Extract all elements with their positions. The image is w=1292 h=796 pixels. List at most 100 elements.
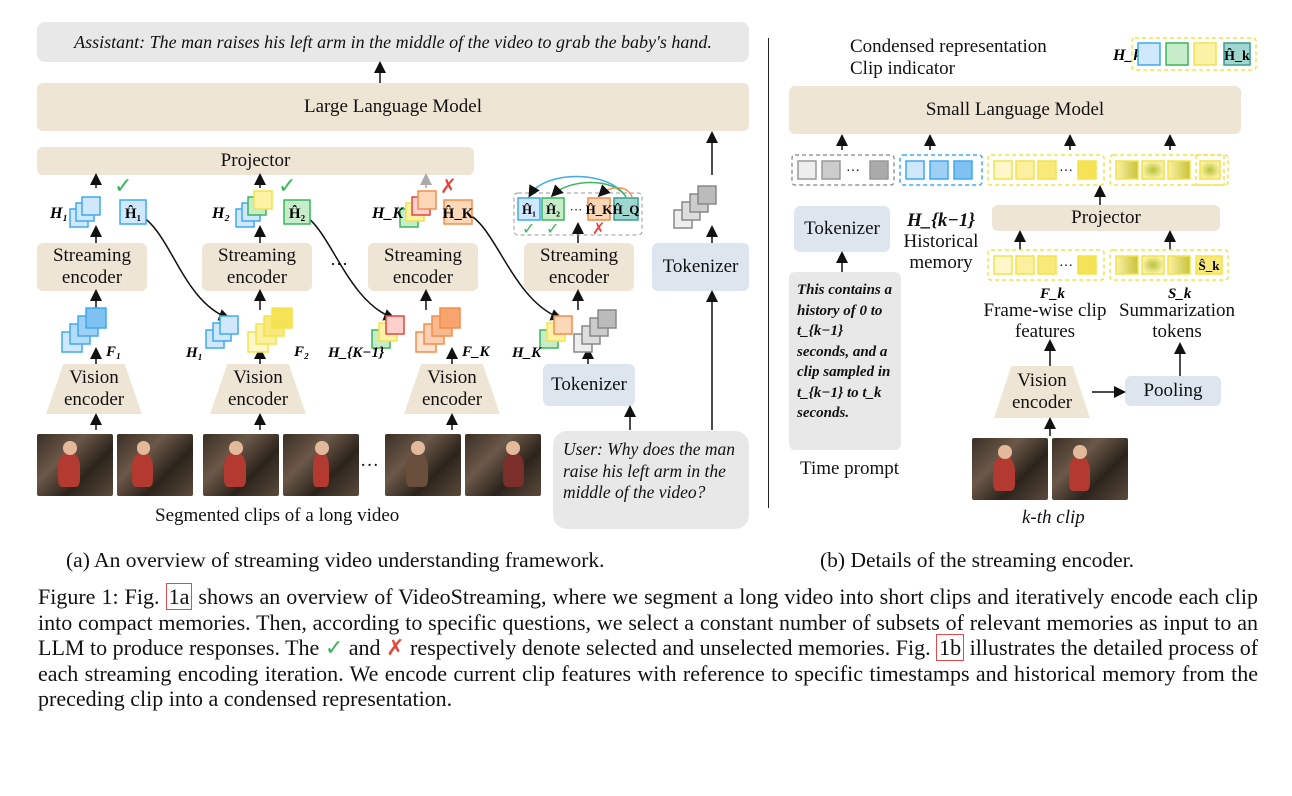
svg-text:···: ··· [1059, 164, 1073, 179]
user-question: User: Why does the man raise his left ar… [553, 431, 749, 529]
summarization-text2: tokens [1152, 321, 1202, 342]
h1-input-label: H₁ [185, 345, 203, 361]
stage2-memory-tokens: Ĥ₂ H₂ ✓ [211, 173, 311, 228]
large-language-model-box: Large Language Model [37, 83, 749, 131]
hhatk-label: Ĥ_K [443, 205, 474, 222]
check-icon: ✓ [278, 173, 296, 198]
time-prompt: This contains a history of 0 to t_{k−1} … [789, 272, 901, 450]
h1-label: H₁ [49, 205, 68, 222]
time-prompt-text: This contains a history of 0 to t_{k−1} … [797, 282, 893, 421]
vision-encoder-b: Vision encoder [994, 366, 1090, 418]
hk-legend-label: H_k [1112, 47, 1141, 64]
query-token-k: Ĥ_K [586, 202, 614, 217]
tokenizer-label: Tokenizer [804, 218, 880, 239]
flow-arrows [90, 61, 718, 430]
query-token-ellipsis: ··· [570, 202, 583, 217]
svg-text:···: ··· [1059, 259, 1073, 274]
stage2-inputs: H₁ F₂ [185, 307, 309, 361]
tokenizer-label: Tokenizer [662, 256, 739, 277]
tokenizer-b: Tokenizer [794, 206, 890, 252]
projector-b: Projector [992, 205, 1220, 231]
subtitle-a: (a) An overview of streaming video under… [66, 548, 605, 572]
vision-encoder-label: Vision encoder [228, 367, 289, 410]
summarization-tokens-label: Summarization tokens [1112, 300, 1242, 342]
tokenizer-query: Tokenizer [543, 364, 635, 406]
check-icon: ✓ [522, 221, 535, 238]
panel-a-graphics: Ĥ₁ H₁ ✓ Ĥ₂ H₂ ✓ ··· Ĥ_K H_K ✗ Ĥ₁ Ĥ₂ ··· … [49, 61, 718, 430]
vision-encoder-label: Vision encoder [1012, 370, 1073, 413]
f1-label: F₁ [105, 344, 121, 360]
fk-b-label: F_k [1039, 286, 1066, 302]
llm-label: Large Language Model [304, 96, 482, 117]
hhat1-label: Ĥ₁ [125, 205, 141, 222]
hk-1-input-label: H_{K−1} [327, 345, 385, 361]
fk-label: F_K [461, 344, 491, 360]
caption-text-3: illustrates the detailed process of each… [38, 635, 1259, 711]
legend-condensed: Condensed representation [850, 36, 1047, 57]
projector-label: Projector [1071, 207, 1141, 228]
video-frame [385, 434, 461, 496]
pooling-label: Pooling [1143, 380, 1203, 401]
projector-label: Projector [220, 150, 291, 171]
framewise-text2: features [1014, 321, 1076, 342]
streaming-encoder-2: Streaming encoder [202, 243, 312, 291]
video-frame [37, 434, 113, 496]
video-frame [283, 434, 359, 496]
tokenizer-label: Tokenizer [551, 374, 627, 395]
query-token-q: Ĥ_Q [613, 202, 640, 217]
summarization-text1: Summarization [1118, 300, 1236, 321]
vision-encoder-2: Vision encoder [210, 364, 306, 414]
panel-divider [768, 38, 769, 508]
cross-icon: ✗ [592, 221, 605, 238]
small-language-model-box: Small Language Model [789, 86, 1241, 134]
h2-label: H₂ [211, 205, 230, 222]
projector-box: Projector [37, 147, 474, 175]
framewise-features-label: Frame-wise clip features [975, 300, 1115, 342]
query-token-2: Ĥ₂ [546, 202, 560, 217]
caption-and: and [348, 635, 381, 660]
hhat-k-legend: Ĥ_k [1224, 47, 1250, 64]
user-text: User: Why does the man raise his left ar… [563, 439, 736, 502]
shat-label: Ŝ_k [1199, 258, 1221, 273]
cross-icon: ✗ [440, 176, 457, 198]
check-icon: ✓ [114, 173, 132, 198]
historical-memory-label: H_{k−1} Historical memory [898, 210, 984, 273]
figure-ref-1b[interactable]: 1b [936, 634, 965, 661]
video-frame [203, 434, 279, 496]
stage1-memory-tokens: Ĥ₁ H₁ ✓ [49, 173, 147, 228]
query-selected-tokens: Ĥ₁ Ĥ₂ ··· Ĥ_K Ĥ_Q ✓ ✓ ✗ [513, 175, 643, 238]
vision-encoder-k: Vision encoder [404, 364, 500, 414]
f2-label: F₂ [293, 344, 309, 360]
panel-b-graphics: H_k Ĥ_k ··· ··· ··· [791, 37, 1257, 436]
vision-encoder-label: Vision encoder [422, 367, 483, 410]
video-frame [465, 434, 541, 496]
tokenizer-output-tokens [673, 185, 717, 229]
streaming-encoder-query: Streaming encoder [524, 243, 634, 291]
historical-text: Historical [903, 231, 979, 252]
streaming-encoder-label: Streaming encoder [539, 245, 619, 288]
assistant-text: Assistant: The man raises his left arm i… [74, 32, 712, 52]
legend-clip-indicator: Clip indicator [850, 58, 956, 79]
query-token-1: Ĥ₁ [522, 202, 536, 217]
stage-ellipsis: ··· [330, 254, 348, 274]
caption-text-1: shows an overview of VideoStreaming, whe… [38, 584, 1259, 660]
memory-text: memory [909, 252, 973, 273]
clips-label: Segmented clips of a long video [155, 505, 400, 526]
cross-icon: ✗ [386, 635, 405, 660]
streaming-encoder-label: Streaming encoder [52, 245, 132, 288]
query-inputs: H_K [511, 309, 617, 361]
hk-query-input-label: H_K [511, 345, 542, 361]
vision-encoder-1: Vision encoder [46, 364, 142, 414]
slm-label: Small Language Model [925, 99, 1105, 120]
check-icon: ✓ [324, 635, 344, 660]
streaming-encoder-label: Streaming encoder [217, 245, 297, 288]
figure-ref-1a[interactable]: 1a [165, 583, 193, 610]
hhat2-label: Ĥ₂ [289, 205, 306, 222]
framewise-text1: Frame-wise clip [983, 300, 1107, 321]
assistant-response: Assistant: The man raises his left arm i… [37, 22, 749, 62]
pooling-box: Pooling [1125, 376, 1221, 406]
sk-label: S_k [1168, 286, 1192, 302]
streaming-encoder-label: Streaming encoder [383, 245, 463, 288]
caption-prefix: Figure 1: Fig. [38, 584, 160, 609]
video-frame [117, 434, 193, 496]
